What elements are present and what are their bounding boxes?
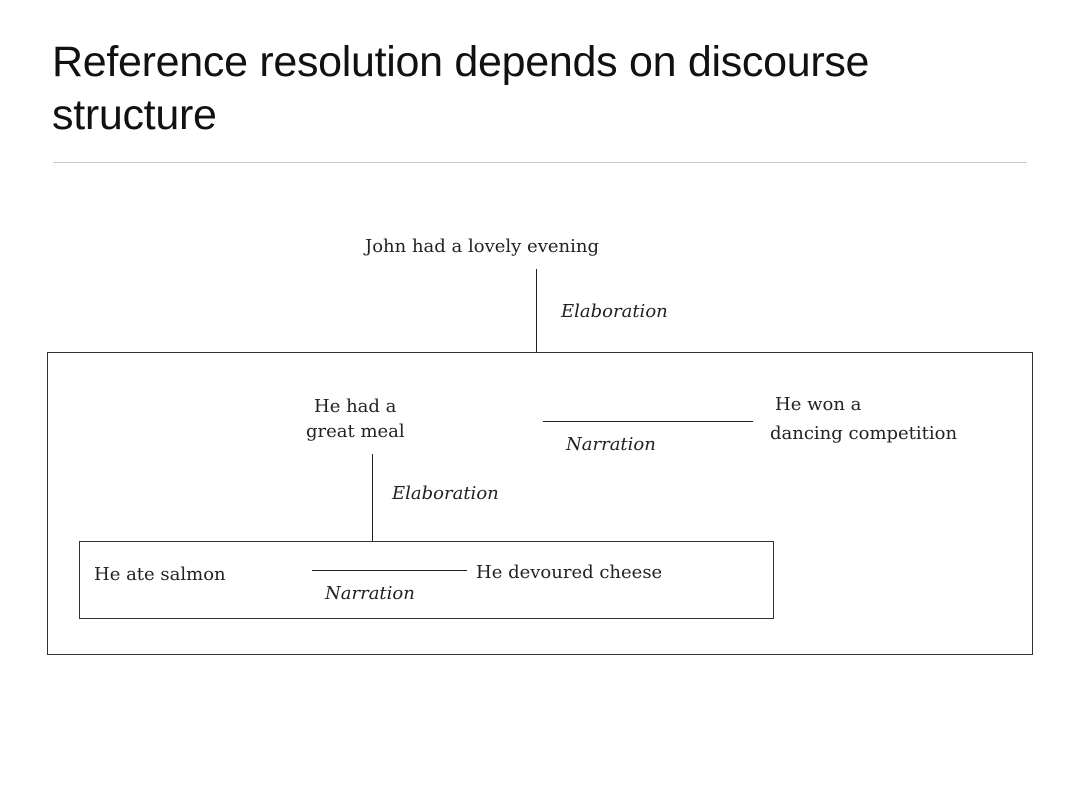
salmon-node: He ate salmon xyxy=(94,564,226,585)
root-elaboration-edge xyxy=(536,269,537,353)
meal-elaboration-edge xyxy=(372,454,373,542)
competition-node-line-1: He won a xyxy=(775,394,862,415)
salmon-cheese-narration-label: Narration xyxy=(325,583,415,604)
meal-node-line-2: great meal xyxy=(306,421,405,442)
root-elaboration-label: Elaboration xyxy=(561,301,668,322)
cheese-node: He devoured cheese xyxy=(476,562,663,583)
meal-competition-narration-label: Narration xyxy=(566,434,656,455)
competition-node-line-2: dancing competition xyxy=(770,423,958,444)
slide-title: Reference resolution depends on discours… xyxy=(52,36,1012,142)
slide-title-line-1: Reference resolution depends on discours… xyxy=(52,38,870,86)
meal-competition-narration-edge xyxy=(543,421,753,422)
slide-title-line-2: structure xyxy=(52,91,217,139)
outer-discourse-box xyxy=(47,352,1033,655)
salmon-cheese-narration-edge xyxy=(312,570,467,571)
title-divider xyxy=(53,162,1027,163)
meal-node-line-1: He had a xyxy=(314,396,397,417)
inner-discourse-box xyxy=(79,541,774,619)
root-node: John had a lovely evening xyxy=(365,236,599,257)
meal-elaboration-label: Elaboration xyxy=(392,483,499,504)
